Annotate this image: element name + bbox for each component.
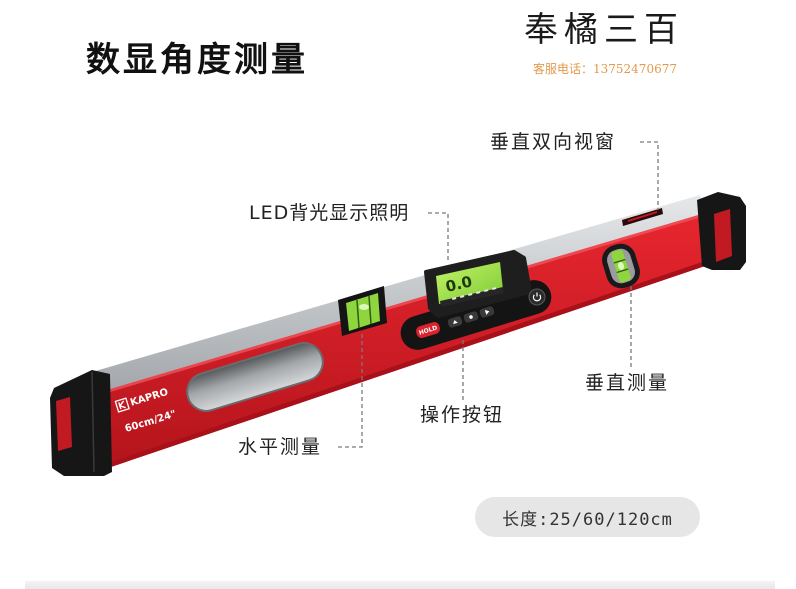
select-button: [463, 311, 479, 323]
lcd-indicator-mark: [492, 287, 497, 290]
left-end-cap-edge: [91, 371, 95, 473]
vertical-vial-bubble: [617, 262, 625, 270]
left-end-cap: [50, 370, 112, 476]
lcd-indicator-marks: [451, 287, 497, 300]
level-top-silver-face: [92, 195, 705, 392]
horizontal-vial-bubble: [359, 304, 369, 310]
callout-dual-window: 垂直双向视窗: [490, 131, 617, 153]
right-button: [479, 306, 495, 318]
callout-horizontal-measure: 水平测量: [238, 436, 323, 458]
callout-vertical-measure: 垂直测量: [585, 372, 670, 394]
length-label: 长度:25/60/120cm: [502, 509, 673, 530]
vertical-vial-marker-bottom: [616, 268, 629, 274]
handle-cutout: [186, 342, 324, 412]
shop-logo: 奉橘三百: [524, 10, 684, 50]
horizontal-vial-marker-right: [368, 295, 372, 325]
dual-window-slot-inner: [628, 211, 657, 222]
triangle-right-icon: [484, 310, 490, 315]
callout-buttons: 操作按钮: [420, 404, 505, 426]
hold-button-body: [416, 321, 440, 339]
brand-logo-box: [114, 397, 130, 413]
dot-icon: [469, 315, 473, 319]
lcd-indicator-mark: [460, 295, 465, 298]
callout-line-dual-window: [640, 141, 659, 210]
left-end-cap-red-insert: [56, 397, 72, 451]
brand-k-icon: [118, 400, 126, 410]
triangle-up-icon: [453, 320, 458, 325]
vertical-vial-marker-top: [613, 258, 626, 264]
callout-line-horizontal: [338, 332, 363, 448]
right-end-cap-red-insert: [714, 209, 732, 262]
callout-lines: [338, 141, 659, 448]
length-badge: 长度:25/60/120cm: [475, 497, 700, 537]
lcd-reading: 0.0: [444, 272, 474, 296]
lcd-indicator-strip: [440, 287, 504, 307]
lcd-indicator-mark: [467, 293, 473, 296]
callout-led-backlight: LED背光显示照明: [249, 202, 410, 224]
bottom-divider: [25, 581, 775, 589]
service-phone: 客服电话：13752470677: [533, 62, 677, 76]
level-bottom-edge: [102, 260, 708, 470]
power-button: [528, 288, 546, 306]
power-icon: [532, 294, 542, 302]
hold-button: HOLD: [416, 321, 440, 339]
up-button: [447, 316, 463, 328]
level-red-highlight: [100, 213, 705, 395]
lcd-indicator-mark: [451, 297, 457, 300]
power-button-body: [528, 288, 546, 306]
horizontal-vial-marker-left: [356, 299, 360, 329]
vertical-vial: [602, 243, 640, 289]
callout-line-led: [428, 212, 449, 262]
page-title: 数显角度测量: [86, 40, 308, 80]
lcd-indicator-mark: [484, 289, 489, 292]
lcd-indicator-mark: [476, 291, 481, 294]
